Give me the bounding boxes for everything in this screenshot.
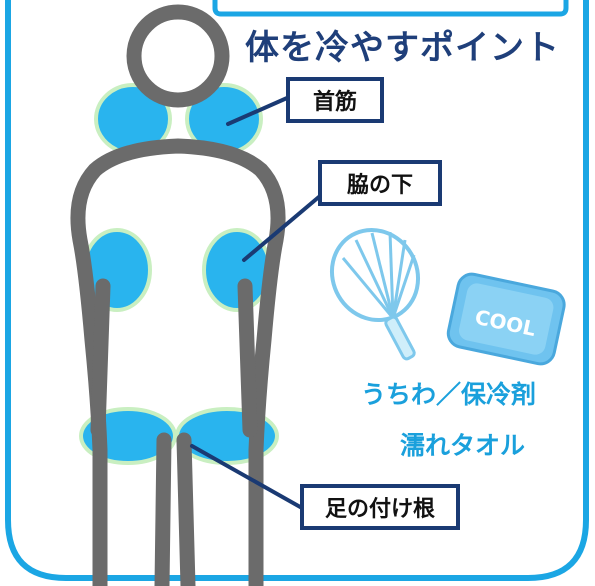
- pointer-groin: [190, 444, 304, 510]
- frame-border: [5, 0, 589, 581]
- arm-right-inner: [237, 278, 258, 438]
- spot-armpit-right: [202, 228, 272, 312]
- page-title: 体を冷やすポイント: [245, 28, 560, 68]
- pointer-neck: [226, 96, 289, 126]
- arm-left-inner: [90, 278, 111, 438]
- label-neck: 首筋: [286, 77, 384, 123]
- pointer-armpit: [242, 194, 322, 262]
- body-outline: [70, 4, 286, 586]
- torso-outer: [70, 138, 286, 586]
- leg-left: [154, 432, 172, 586]
- tools-line-1: うちわ／保冷剤: [361, 380, 537, 409]
- leg-right: [176, 432, 196, 586]
- frame-top-notch: [212, 0, 569, 17]
- uchiwa-fan-icon: [329, 227, 421, 361]
- pointer-lines: [190, 96, 322, 510]
- head: [126, 4, 230, 108]
- label-groin: 足の付け根: [300, 484, 460, 530]
- label-armpit: 脇の下: [318, 160, 442, 206]
- tools-line-2: 濡れタオル: [400, 431, 526, 460]
- cool-pack-icon: COOL: [446, 272, 566, 366]
